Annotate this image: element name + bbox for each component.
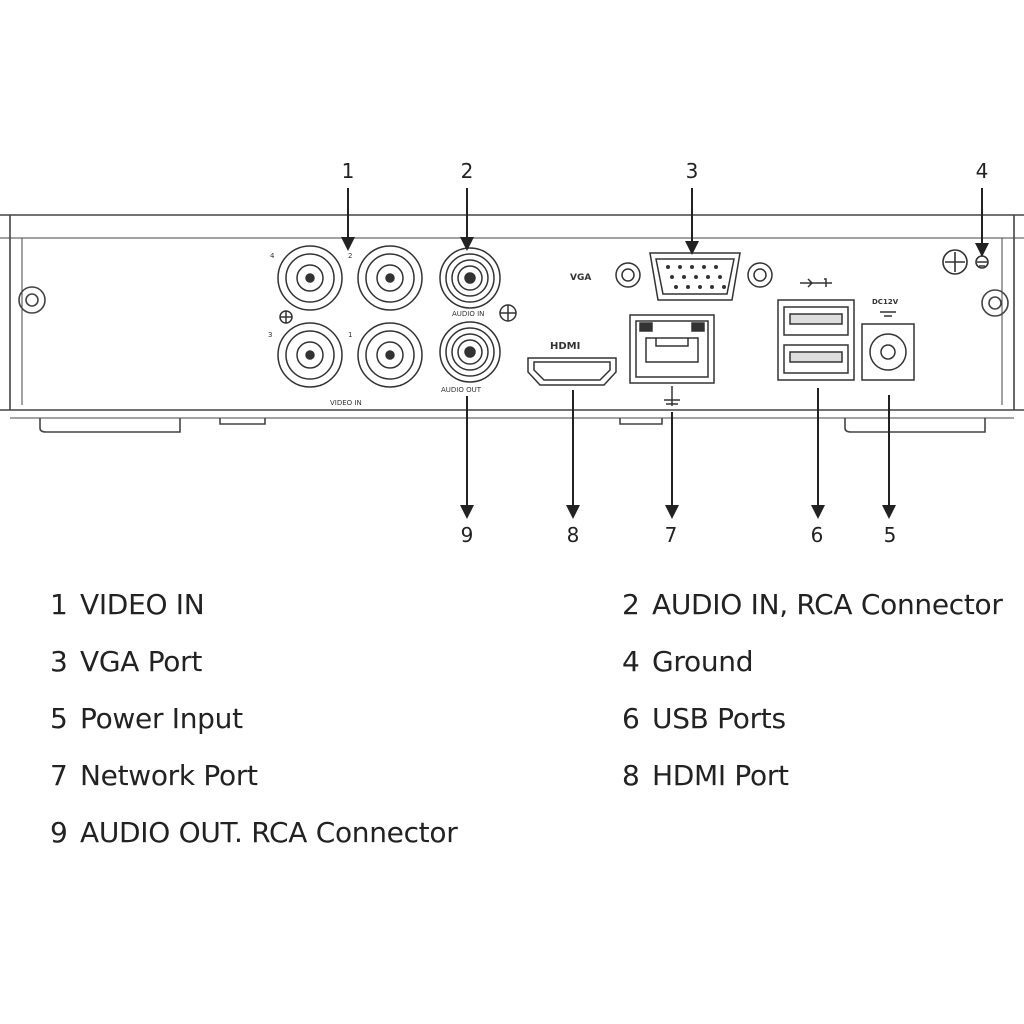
audio-out-rca: [439, 321, 501, 383]
audio-in-label: AUDIO IN: [452, 310, 484, 318]
ground-screw: [942, 249, 989, 275]
legend-num: 9: [50, 816, 68, 849]
legend-num: 6: [622, 702, 640, 735]
channel-label-3: 3: [268, 331, 272, 339]
recorder-chassis: [0, 214, 1024, 433]
vga-port: [615, 252, 773, 301]
legend-num: 8: [622, 759, 640, 792]
legend-num: 3: [50, 645, 68, 678]
usb-icon: [800, 278, 832, 288]
channel-label-4: 4: [270, 252, 275, 260]
hdmi-port: [527, 357, 617, 386]
callout-3: 3: [686, 159, 699, 183]
legend-text: AUDIO IN, RCA Connector: [652, 588, 1003, 621]
bnc-connector-4: [277, 245, 343, 311]
bnc-connector-3: [277, 322, 343, 388]
callout-8: 8: [567, 523, 580, 547]
callout-9: 9: [461, 523, 474, 547]
small-ground-symbol: [279, 310, 293, 324]
network-port: [629, 314, 715, 406]
legend-text: AUDIO OUT. RCA Connector: [80, 816, 458, 849]
power-input: [861, 311, 915, 381]
bnc-connector-2: [357, 245, 423, 311]
port-legend: 1 VIDEO IN 2 AUDIO IN, RCA Connector 3 VGA …: [0, 580, 1024, 880]
legend-item-4: 4 Ground: [622, 645, 754, 678]
channel-label-1: 1: [348, 331, 352, 339]
callout-4: 4: [976, 159, 989, 183]
hdmi-label: HDMI: [550, 341, 580, 352]
legend-text: VGA Port: [80, 645, 203, 678]
video-in-label: VIDEO IN: [330, 399, 362, 407]
legend-item-2: 2 AUDIO IN, RCA Connector: [622, 588, 1003, 621]
legend-item-8: 8 HDMI Port: [622, 759, 789, 792]
legend-num: 1: [50, 588, 68, 621]
legend-num: 7: [50, 759, 68, 792]
legend-text: Ground: [652, 645, 754, 678]
callout-6: 6: [811, 523, 824, 547]
legend-item-6: 6 USB Ports: [622, 702, 786, 735]
audio-ground-symbol: [499, 304, 517, 322]
callout-2: 2: [461, 159, 474, 183]
audio-in-rca: [439, 247, 501, 309]
legend-item-9: 9 AUDIO OUT. RCA Connector: [50, 816, 458, 849]
legend-item-7: 7 Network Port: [50, 759, 258, 792]
legend-text: USB Ports: [652, 702, 786, 735]
legend-num: 4: [622, 645, 640, 678]
legend-text: Network Port: [80, 759, 258, 792]
audio-rca-group: [439, 247, 517, 383]
legend-text: VIDEO IN: [80, 588, 205, 621]
vga-label: VGA: [570, 273, 591, 283]
legend-num: 5: [50, 702, 68, 735]
legend-item-3: 3 VGA Port: [50, 645, 202, 678]
audio-out-label: AUDIO OUT: [441, 386, 482, 394]
callout-5: 5: [884, 523, 897, 547]
dc-polarity-icon: [880, 311, 896, 317]
legend-item-1: 1 VIDEO IN: [50, 588, 205, 621]
bnc-connector-1: [357, 322, 423, 388]
legend-num: 2: [622, 588, 640, 621]
usb-ports: [777, 278, 855, 381]
video-in-bnc-group: [277, 245, 423, 388]
callout-7: 7: [665, 523, 678, 547]
legend-text: HDMI Port: [652, 759, 789, 792]
channel-label-2: 2: [348, 252, 352, 260]
rear-panel-diagram: 4 2 3 1 VIDEO IN AUDIO IN AUDIO OUT VGA …: [0, 159, 1024, 547]
leader-lines: [341, 188, 989, 519]
legend-text: Power Input: [80, 702, 243, 735]
callout-1: 1: [342, 159, 355, 183]
power-label: DC12V: [872, 298, 899, 306]
legend-item-5: 5 Power Input: [50, 702, 243, 735]
